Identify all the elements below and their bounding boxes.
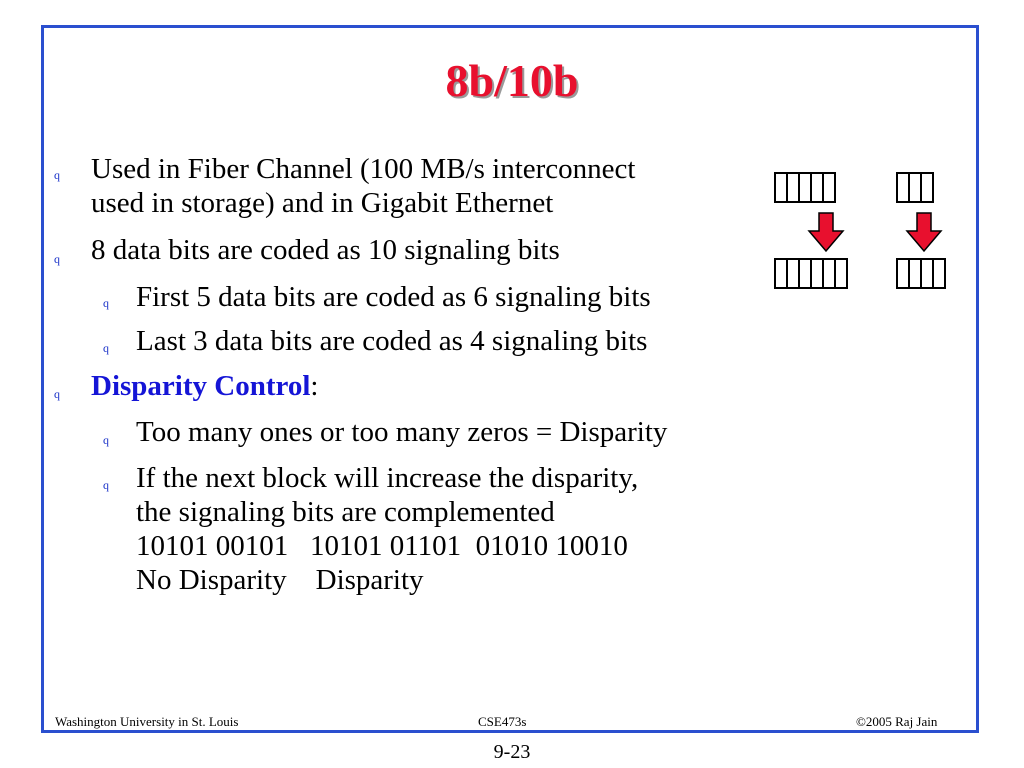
diagram-data-bits-5 (774, 172, 836, 203)
sub-bullet-marker: q (103, 296, 109, 310)
down-arrow-icon (807, 212, 845, 253)
bit-cell (920, 172, 934, 203)
sub-bullet-marker: q (103, 341, 109, 355)
bullet-marker: q (54, 387, 60, 401)
sub-bullet-last-3-bits: Last 3 data bits are coded as 4 signalin… (136, 325, 648, 357)
down-arrow-icon (905, 212, 943, 253)
footer-institution: Washington University in St. Louis (55, 714, 239, 729)
sub-bullet-marker: q (103, 478, 109, 492)
disparity-control-colon: : (310, 370, 319, 402)
bullet-marker: q (54, 252, 60, 266)
bit-cell (932, 258, 946, 289)
page-number: 9-23 (493, 741, 531, 763)
slide-frame (41, 25, 979, 733)
bit-cell (834, 258, 848, 289)
sub-bullet-too-many-ones: Too many ones or too many zeros = Dispar… (136, 416, 668, 448)
diagram-signal-bits-4 (896, 258, 946, 289)
diagram-signal-bits-6 (774, 258, 848, 289)
bit-cell (822, 172, 836, 203)
bullet-8-data-bits: 8 data bits are coded as 10 signaling bi… (91, 234, 560, 266)
diagram-data-bits-3 (896, 172, 934, 203)
disparity-control-label: Disparity Control (91, 370, 311, 402)
bullet-marker: q (54, 168, 60, 182)
bullet-disparity-control: Disparity Control: (91, 369, 318, 403)
sub-bullet-marker: q (103, 433, 109, 447)
bullet-fiber-channel: Used in Fiber Channel (100 MB/s intercon… (91, 153, 636, 219)
footer-copyright: ©2005 Raj Jain (856, 714, 938, 729)
sub-bullet-first-5-bits: First 5 data bits are coded as 6 signali… (136, 281, 651, 313)
slide-title: 8b/10b (445, 55, 579, 106)
sub-bullet-next-block: If the next block will increase the disp… (136, 462, 639, 596)
footer-course: CSE473s (478, 714, 527, 729)
